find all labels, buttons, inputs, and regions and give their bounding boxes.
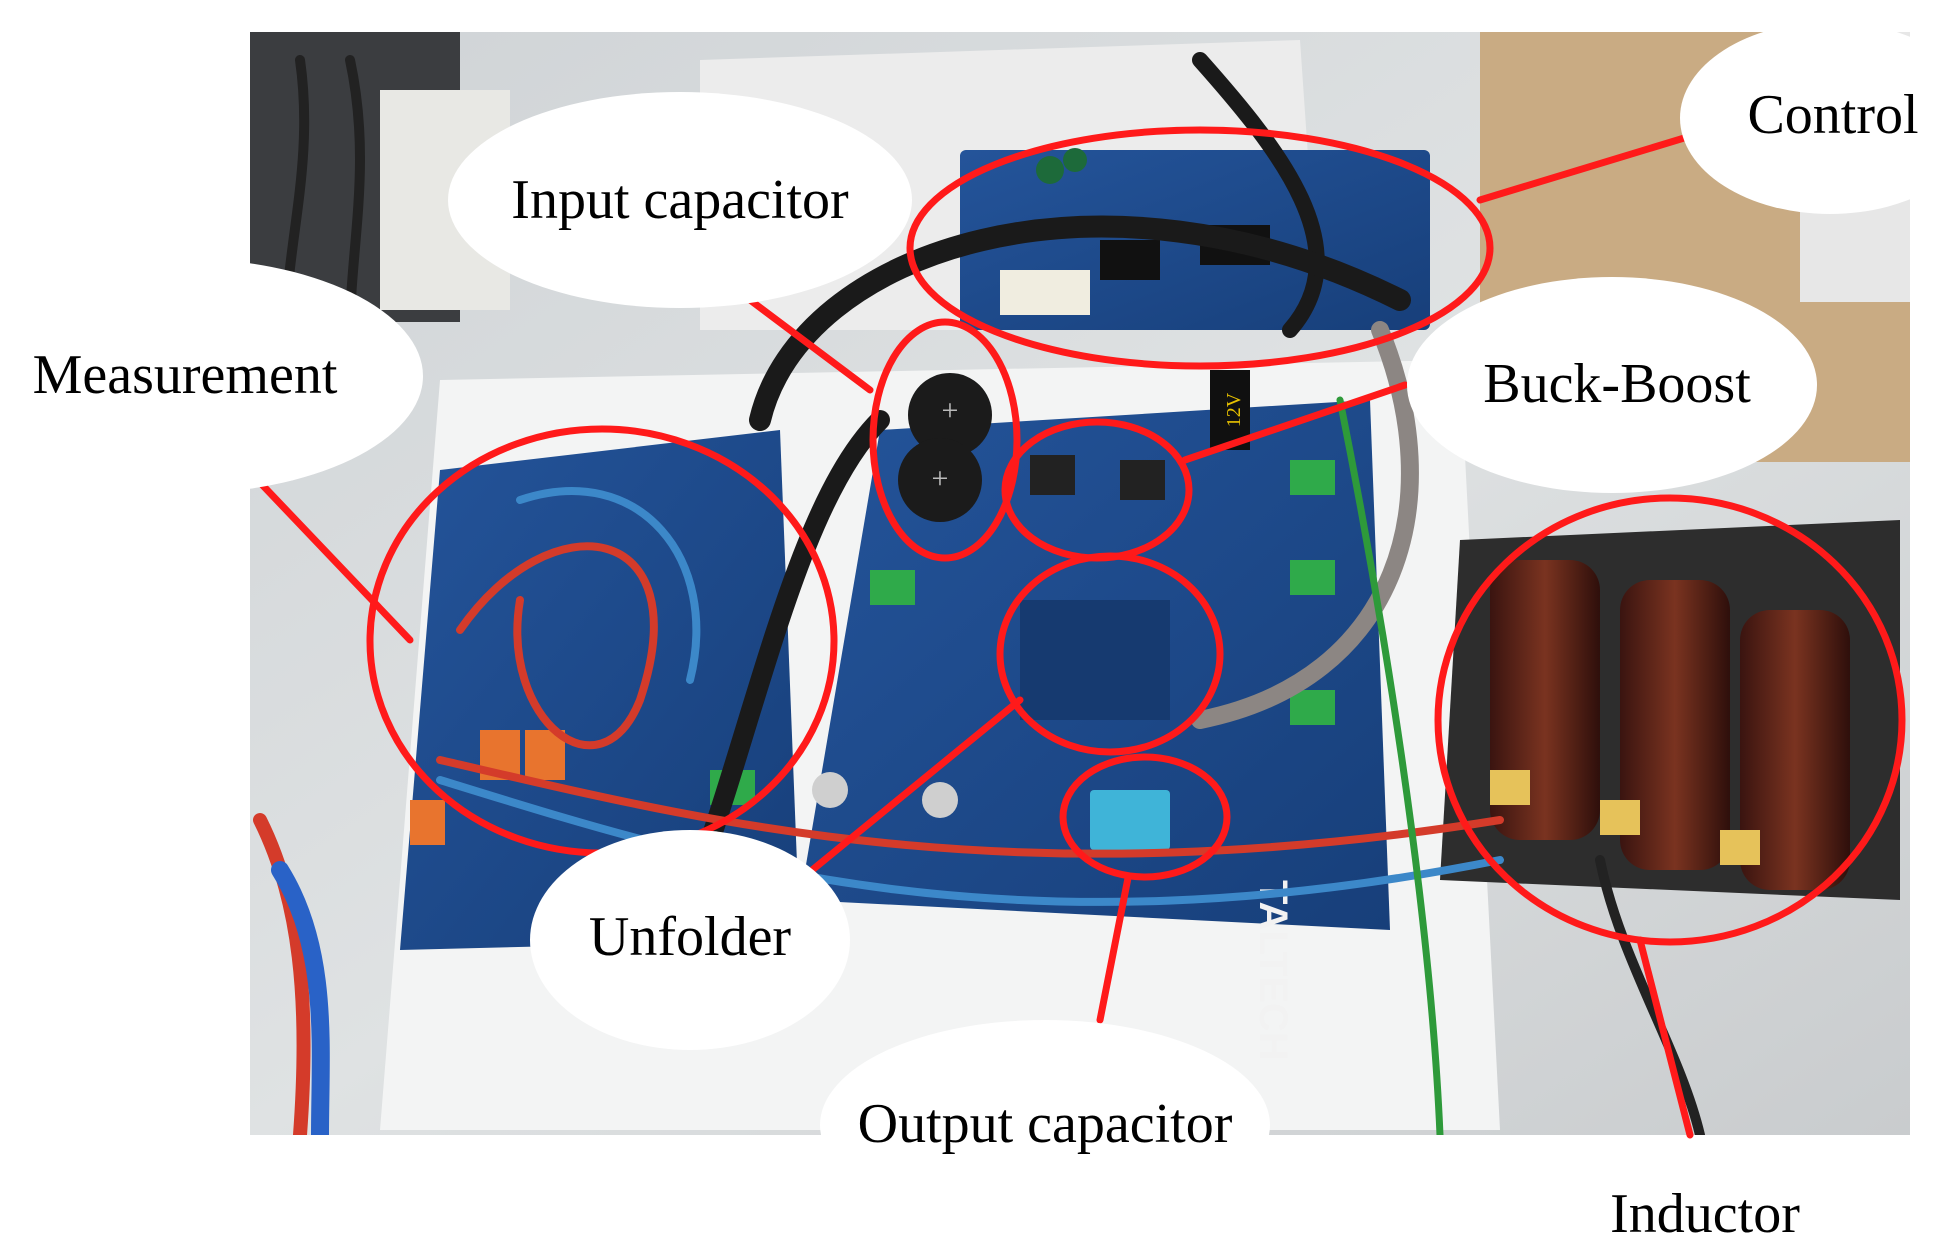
label-bubbles xyxy=(0,22,1951,1230)
output-capacitor-ellipse xyxy=(1059,753,1231,881)
inductor-clip-1 xyxy=(1490,770,1530,805)
unfolder-area xyxy=(1020,600,1170,720)
input-capacitor-bubble xyxy=(448,92,912,308)
inductor-leader xyxy=(1636,936,1694,1139)
unfolder-label: Unfolder xyxy=(589,906,792,968)
cables xyxy=(253,52,1705,1135)
inductor-coil-2 xyxy=(1620,580,1730,870)
control-label: Control xyxy=(1747,84,1918,146)
input-capacitor-ellipse xyxy=(869,318,1021,562)
control-ellipse xyxy=(906,126,1494,370)
control-cap-2 xyxy=(1063,148,1087,172)
buck-boost-bubble xyxy=(1407,277,1817,493)
control-bubble xyxy=(1680,22,1951,214)
measurement-label: Measurement xyxy=(33,344,338,406)
unfolder-leader xyxy=(796,696,1024,884)
inductor-clip-3 xyxy=(1720,830,1760,865)
cap-marking-1: + xyxy=(942,394,959,427)
cap-marking-2: + xyxy=(932,462,949,495)
input-capacitor-label: Input capacitor xyxy=(511,169,849,231)
output-cap-body xyxy=(1090,790,1170,850)
relay-3 xyxy=(410,800,445,845)
annotation-ellipses xyxy=(366,126,1906,946)
measurement-leader xyxy=(246,468,414,644)
buck-boost-switch-1 xyxy=(1030,455,1075,495)
relay-2 xyxy=(525,730,565,780)
output-capacitor-leader xyxy=(1096,874,1132,1024)
inductor-clip-2 xyxy=(1600,800,1640,835)
brand-marking: TALTECH xyxy=(1251,880,1295,1061)
output-capacitor-label: Output capacitor xyxy=(858,1093,1233,1155)
12v-module-label: 12V xyxy=(1223,392,1245,427)
terminal-green-3 xyxy=(1290,690,1335,725)
terminal-green-4 xyxy=(870,570,915,605)
buck-boost-leader xyxy=(1181,381,1409,464)
small-cap-2 xyxy=(922,782,958,818)
input-capacitor-leader xyxy=(746,296,874,394)
control-ic xyxy=(1100,240,1160,280)
inductor-ellipse xyxy=(1434,494,1906,946)
input-cap-2 xyxy=(898,438,982,522)
measurement-bubble xyxy=(0,258,423,494)
terminal-green-2 xyxy=(1290,560,1335,595)
output-capacitor-bubble xyxy=(820,1020,1270,1230)
buck-boost-label: Buck-Boost xyxy=(1483,353,1751,415)
small-cap-1 xyxy=(812,772,848,808)
unfolder-ellipse xyxy=(996,552,1224,756)
input-cap-1 xyxy=(908,373,992,457)
terminal-green-1 xyxy=(1290,460,1335,495)
inductor-label: Inductor xyxy=(1610,1183,1800,1245)
unfolder-bubble xyxy=(530,830,850,1050)
control-module xyxy=(1000,270,1090,315)
buck-boost-switch-2 xyxy=(1120,460,1165,500)
control-cap-1 xyxy=(1036,156,1064,184)
inductor-coil-3 xyxy=(1740,610,1850,890)
